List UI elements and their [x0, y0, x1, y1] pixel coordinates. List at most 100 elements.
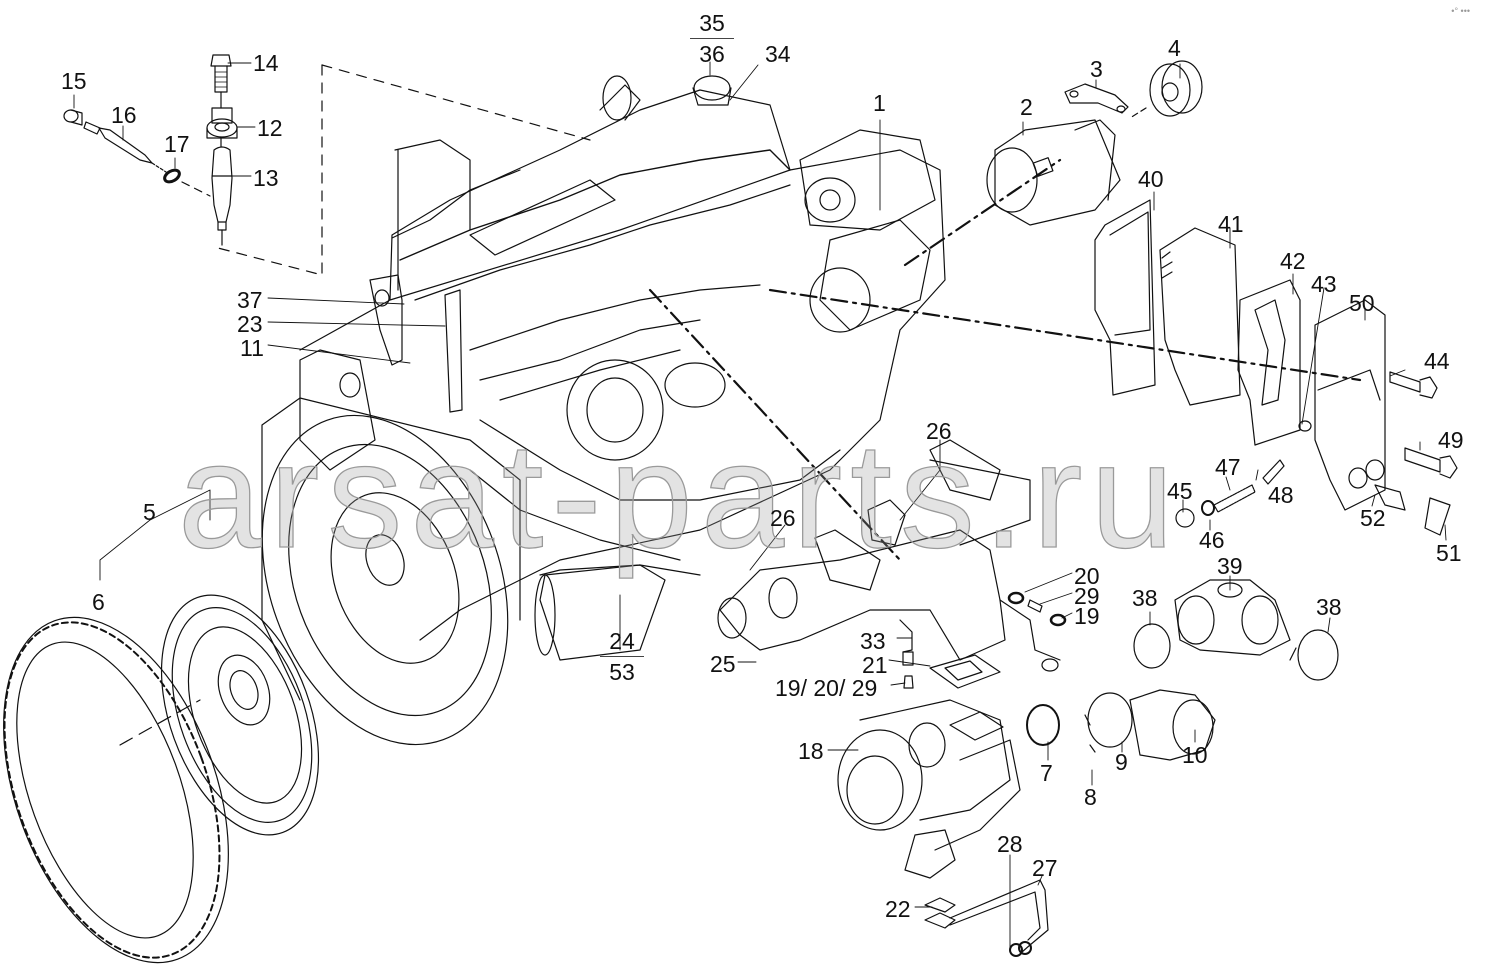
gasket-42 [1237, 279, 1301, 446]
o-ring-17 [163, 168, 181, 184]
pulley-4 [1129, 60, 1203, 119]
fittings-51-52 [1374, 484, 1451, 536]
callout-51: 51 [1436, 540, 1462, 566]
callout-19-20-29: 19/ 20/ 29 [775, 675, 878, 701]
gasket-40 [1094, 199, 1156, 396]
injector-assembly-group [63, 54, 238, 246]
plug-43 [1298, 420, 1312, 432]
callout-33: 33 [860, 628, 886, 654]
callout-35: 35 [699, 10, 725, 36]
callout-50: 50 [1349, 290, 1375, 316]
callout-25: 25 [710, 651, 736, 677]
piston-48 [1262, 459, 1285, 485]
fraction-bar [690, 38, 734, 39]
spring-47 [1213, 484, 1256, 513]
fitting-33 [902, 651, 914, 666]
starter-motor [539, 564, 666, 661]
injector-13 [211, 146, 233, 246]
callout-53: 53 [609, 659, 635, 685]
oil-return-tube-27 [924, 879, 1049, 957]
callout-24: 24 [609, 628, 635, 654]
callout-9: 9 [1115, 749, 1128, 775]
clamp-ring-7-9-10 [1026, 689, 1216, 761]
washer-46 [1201, 500, 1215, 516]
callout-35-36: 35 36 [690, 12, 734, 66]
intake-pipe [602, 75, 632, 121]
bolt-14 [210, 54, 232, 93]
callout-13: 13 [253, 165, 279, 191]
engine-block [299, 75, 946, 661]
bracket-37 [369, 274, 403, 366]
cooler-cover-50 [1314, 299, 1386, 511]
callout-43: 43 [1311, 271, 1337, 297]
exhaust-gaskets-26 [814, 439, 1001, 591]
oil-cap [693, 75, 731, 101]
callout-10: 10 [1182, 742, 1208, 768]
callout-38-left: 38 [1132, 585, 1158, 611]
fuel-filter-1 [799, 129, 936, 333]
callout-8: 8 [1084, 784, 1097, 810]
callout-42: 42 [1280, 248, 1306, 274]
flywheel-group [3, 397, 521, 964]
clamp-12 [206, 118, 238, 138]
small-seals [1007, 591, 1067, 627]
fitting-29 [903, 675, 914, 689]
callout-38-right: 38 [1316, 594, 1342, 620]
callout-1: 1 [873, 90, 886, 116]
callout-39: 39 [1217, 553, 1243, 579]
cover-plate [469, 179, 616, 256]
callout-5: 5 [143, 499, 156, 525]
turbo-on-engine [566, 359, 664, 461]
bolt-49 [1404, 447, 1458, 479]
alternator-2 [986, 119, 1121, 226]
callout-26-upper: 26 [926, 418, 952, 444]
callout-21: 21 [862, 652, 888, 678]
elbow-39-clamps-38 [1133, 579, 1339, 681]
fraction-bar [600, 656, 644, 657]
callout-24-53: 24 53 [600, 630, 644, 684]
callout-19: 19 [1074, 603, 1100, 629]
callout-41: 41 [1218, 211, 1244, 237]
pressure-valve-group [1175, 459, 1285, 528]
callout-48: 48 [1268, 482, 1294, 508]
callout-46: 46 [1199, 527, 1225, 553]
callout-40: 40 [1138, 166, 1164, 192]
nut-15 [63, 109, 83, 126]
callout-34: 34 [765, 41, 791, 67]
fuel-pipe-16 [83, 121, 167, 173]
callout-45: 45 [1167, 478, 1193, 504]
callout-47: 47 [1215, 454, 1241, 480]
centerline [119, 699, 201, 746]
turbo-gasket-21 [929, 654, 1001, 689]
flywheel-5 [160, 594, 320, 836]
callout-11: 11 [240, 335, 264, 361]
callout-15: 15 [61, 68, 87, 94]
callout-37: 37 [237, 287, 263, 313]
exhaust-manifold-25 [717, 459, 1031, 661]
injector-reference-box [217, 64, 591, 276]
hose-10 [1129, 689, 1216, 761]
callout-22: 22 [885, 896, 911, 922]
callout-49: 49 [1438, 427, 1464, 453]
bracket-3 [1064, 83, 1129, 114]
oil-line-connectors [899, 599, 1061, 689]
callout-14: 14 [253, 50, 279, 76]
callout-52: 52 [1360, 505, 1386, 531]
cooler-core-41 [1159, 227, 1241, 406]
clamp-block [211, 107, 233, 124]
callout-17: 17 [164, 131, 190, 157]
callout-12: 12 [257, 115, 283, 141]
flywheel-housing [261, 397, 521, 746]
callout-28: 28 [997, 831, 1023, 857]
dipstick-tube [444, 289, 463, 413]
callout-6: 6 [92, 589, 105, 615]
callout-27: 27 [1032, 855, 1058, 881]
turbocharger-18 [837, 699, 1021, 879]
callout-26-lower: 26 [770, 505, 796, 531]
bolt-44 [1389, 371, 1438, 399]
ring-gear-6 [3, 616, 229, 964]
callout-4: 4 [1168, 35, 1181, 61]
callout-23: 23 [237, 311, 263, 337]
callout-7: 7 [1040, 760, 1053, 786]
